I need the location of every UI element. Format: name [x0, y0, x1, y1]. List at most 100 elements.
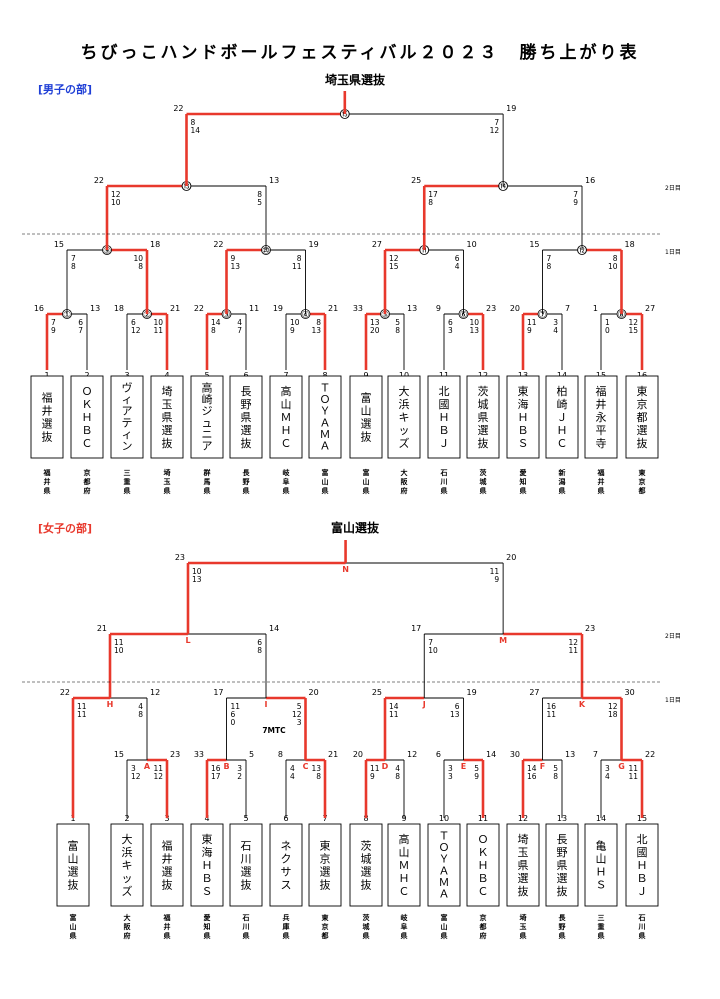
match-score-left: 22 [60, 688, 70, 697]
team-name-char: 福 [162, 838, 173, 852]
team-number: 8 [322, 371, 327, 380]
team-prefecture-char: 知 [203, 922, 211, 931]
half-score: 8 [71, 262, 76, 271]
half-score: 7 [71, 254, 76, 263]
half-score: 3 [448, 772, 453, 781]
half-score: 9 [527, 326, 532, 335]
team-name-char: テ [122, 416, 133, 429]
half-score: 10 [469, 318, 479, 327]
team-name-char: 選 [42, 417, 53, 430]
team-name-char: 抜 [361, 429, 372, 443]
match-score-right: 14 [269, 624, 279, 633]
team-number: 11 [439, 371, 449, 380]
team-name-char: Ｃ [399, 885, 410, 898]
half-score: 0 [231, 718, 236, 727]
half-score: 0 [605, 326, 610, 335]
team-name-char: Ｂ [518, 424, 529, 437]
half-score: 10 [114, 646, 124, 655]
team-box [30, 375, 64, 459]
team-box [269, 375, 303, 459]
team-name-char: ィ [122, 428, 133, 441]
team-name-char: ク [281, 852, 292, 865]
team-number: 8 [363, 814, 368, 823]
team-name-char: 茨 [478, 384, 489, 398]
team-prefecture-char: 京 [84, 468, 91, 477]
half-score: 3 [131, 764, 136, 773]
half-score: 13 [231, 262, 241, 271]
match-score-right: 16 [585, 176, 595, 185]
half-score: 9 [474, 772, 479, 781]
match-score-right: 20 [506, 553, 516, 562]
half-score: 10 [428, 646, 438, 655]
match-score-left: 7 [593, 750, 598, 759]
match-id: ⑦ [538, 311, 546, 321]
team-prefecture-char: 岐 [283, 468, 291, 477]
match-id: B [223, 762, 229, 771]
team-name-char: 抜 [162, 436, 173, 450]
team-prefecture-char: 都 [83, 477, 91, 486]
half-score: 11 [231, 702, 241, 711]
team-name-char: ュ [202, 416, 213, 429]
team-name-char: 富 [68, 838, 79, 852]
match-score-right: 13 [565, 750, 575, 759]
team-name-char: ヴ [122, 380, 133, 394]
half-score: 12 [111, 190, 121, 199]
half-score: 8 [138, 262, 143, 271]
team-name-char: 県 [557, 859, 568, 872]
team-name-char: ン [122, 440, 133, 453]
half-score: 2 [237, 772, 242, 781]
team-name-char: 井 [162, 851, 173, 865]
match-score-left: 20 [353, 750, 363, 759]
match-score-right: 21 [170, 304, 180, 313]
match-id: ⑪ [420, 246, 429, 257]
team-name-char: Ｋ [478, 846, 489, 859]
match-id: ⑩ [262, 247, 270, 257]
team-name-char: 城 [478, 398, 489, 411]
half-score: 8 [613, 254, 618, 263]
team-prefecture-char: 県 [598, 486, 605, 495]
half-score: 20 [370, 326, 380, 335]
team-prefecture-char: 富 [70, 913, 77, 922]
half-score: 4 [138, 702, 143, 711]
team-prefecture-char: 山 [441, 922, 448, 931]
team-prefecture-char: 県 [70, 931, 77, 940]
half-score: 16 [547, 702, 557, 711]
team-box [506, 375, 540, 459]
team-name-char: Ｊ [439, 437, 450, 450]
team-box [506, 823, 540, 907]
half-score: 5 [553, 764, 558, 773]
half-score: 4 [290, 772, 295, 781]
team-prefecture-char: 石 [638, 914, 646, 922]
match-score-left: 8 [278, 750, 283, 759]
team-name-char: キ [399, 411, 410, 424]
team-name-char: 城 [361, 852, 372, 865]
half-score: 16 [211, 764, 221, 773]
team-prefecture-char: 府 [84, 486, 91, 495]
half-score: 6 [448, 318, 453, 327]
half-score: 13 [192, 575, 202, 584]
team-name-char: 抜 [68, 877, 79, 891]
boys-champion: 埼玉県選抜 [325, 72, 386, 87]
team-name-char: Ｈ [596, 865, 607, 878]
team-name-char: 井 [596, 397, 607, 411]
half-score: 11 [389, 710, 399, 719]
match-score-right: 18 [150, 240, 160, 249]
team-prefecture-char: 山 [322, 477, 329, 486]
team-name-char: サ [281, 865, 292, 878]
half-score: 12 [153, 772, 163, 781]
team-name-char: 玉 [518, 846, 529, 859]
match-note: 7MTC [262, 726, 286, 735]
team-box [427, 375, 461, 459]
half-score: 11 [527, 318, 537, 327]
team-name-char: Ｓ [518, 437, 529, 450]
team-prefecture-char: 府 [124, 931, 131, 940]
team-name-char: 崎 [557, 397, 568, 411]
team-box [584, 823, 618, 907]
team-name-char: Ｂ [439, 424, 450, 437]
team-name-char: 平 [596, 424, 607, 437]
half-score: 5 [297, 702, 302, 711]
match-score-left: 30 [510, 750, 520, 759]
team-name-char: 県 [478, 411, 489, 424]
team-name-char: 國 [637, 846, 648, 859]
team-prefecture-char: 長 [243, 468, 251, 477]
